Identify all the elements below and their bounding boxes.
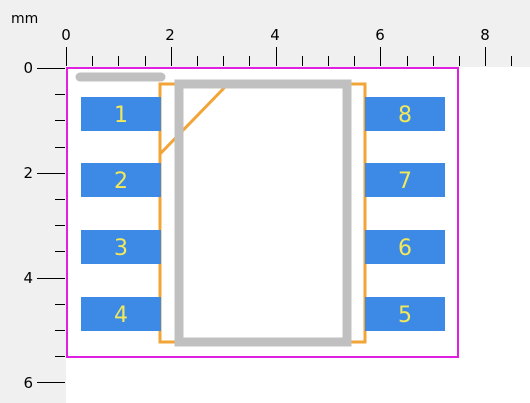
pad-label-3: 3 [114,236,128,261]
x-tick-label-2: 2 [165,26,175,44]
pad-label-6: 6 [398,236,412,261]
y-tick-label-2: 2 [23,164,33,182]
pad-3[interactable] [81,230,161,264]
pad-label-1: 1 [114,103,128,128]
pad-6[interactable] [365,230,445,264]
ruler-ticks [37,47,512,383]
pad-4[interactable] [81,297,161,331]
pad-8[interactable] [365,97,445,131]
horizontal-ruler [0,0,530,67]
pad-label-5: 5 [398,303,412,328]
y-tick-label-6: 6 [23,374,33,392]
pad-1[interactable] [81,97,161,131]
courtyard-outline [66,67,459,358]
pad-2[interactable] [81,163,161,197]
silkscreen-chamfer [158,84,228,156]
pad-5[interactable] [365,297,445,331]
x-tick-label-6: 6 [375,26,385,44]
vertical-ruler [0,0,66,403]
pad-label-7: 7 [398,169,412,194]
x-tick-label-0: 0 [61,26,71,44]
pad-label-2: 2 [114,169,128,194]
pad-label-4: 4 [114,303,128,328]
x-tick-label-4: 4 [270,26,280,44]
y-tick-label-4: 4 [23,269,33,287]
x-tick-label-8: 8 [480,26,490,44]
y-tick-label-0: 0 [23,59,33,77]
pad-7[interactable] [365,163,445,197]
unit-label: mm [11,11,38,27]
component-body-outline [174,79,352,347]
pad-label-8: 8 [398,103,412,128]
